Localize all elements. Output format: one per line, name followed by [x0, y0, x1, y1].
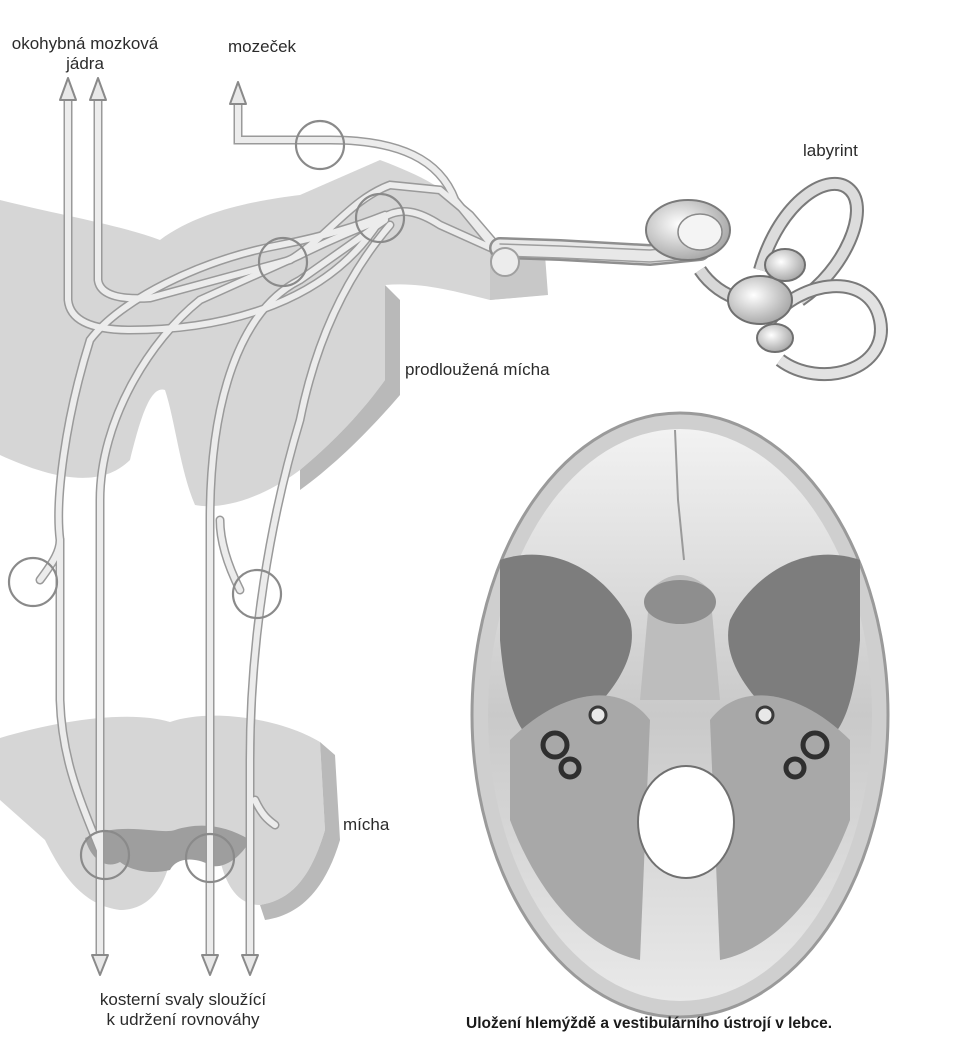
synapse-ring-left [7, 556, 59, 608]
cochlea-right [755, 705, 830, 780]
arrow-down-2 [201, 954, 219, 976]
synapse-ring-vestibular-1 [354, 192, 406, 244]
label-kosterni-line1: kosterní svaly sloužící [99, 990, 267, 1009]
arrow-down-3 [241, 954, 259, 976]
vestibular-ganglion [490, 247, 520, 277]
label-kosterni-svaly: kosterní svaly sloužící k udržení rovnov… [88, 990, 278, 1030]
cochlea-left [540, 705, 608, 780]
arrow-up-1 [59, 77, 77, 101]
label-okohybna-jadra: okohybná mozková jádra [2, 34, 168, 74]
synapse-ring-right [231, 568, 283, 620]
label-prodlouzena-micha: prodloužená mícha [405, 360, 550, 379]
label-mozecek: mozeček [228, 37, 297, 56]
skull-base-illustration [470, 411, 890, 1019]
label-micha: mícha [343, 815, 390, 834]
label-kosterni-line2: k udržení rovnováhy [106, 1010, 260, 1029]
label-labyrint: labyrint [803, 141, 858, 160]
synapse-ring-spinal-2 [184, 832, 236, 884]
spinal-cord [0, 715, 340, 920]
arrowheads [59, 77, 259, 976]
synapse-ring-spinal-1 [79, 829, 131, 881]
synapse-ring-cerebellar [294, 119, 346, 171]
figure-caption: Uložení hlemýždě a vestibulárního ústroj… [466, 1015, 833, 1032]
labyrinth-illustration [645, 177, 888, 381]
synapse-ring-vestibular-2 [257, 236, 309, 288]
synapse-rings [7, 119, 406, 884]
foramen-magnum [637, 765, 735, 879]
arrow-up-3 [229, 81, 247, 105]
arrow-down-1 [91, 954, 109, 976]
arrow-up-2 [89, 77, 107, 101]
label-okohybna-line1: okohybná mozková [11, 34, 159, 53]
label-okohybna-line2: jádra [66, 54, 104, 73]
